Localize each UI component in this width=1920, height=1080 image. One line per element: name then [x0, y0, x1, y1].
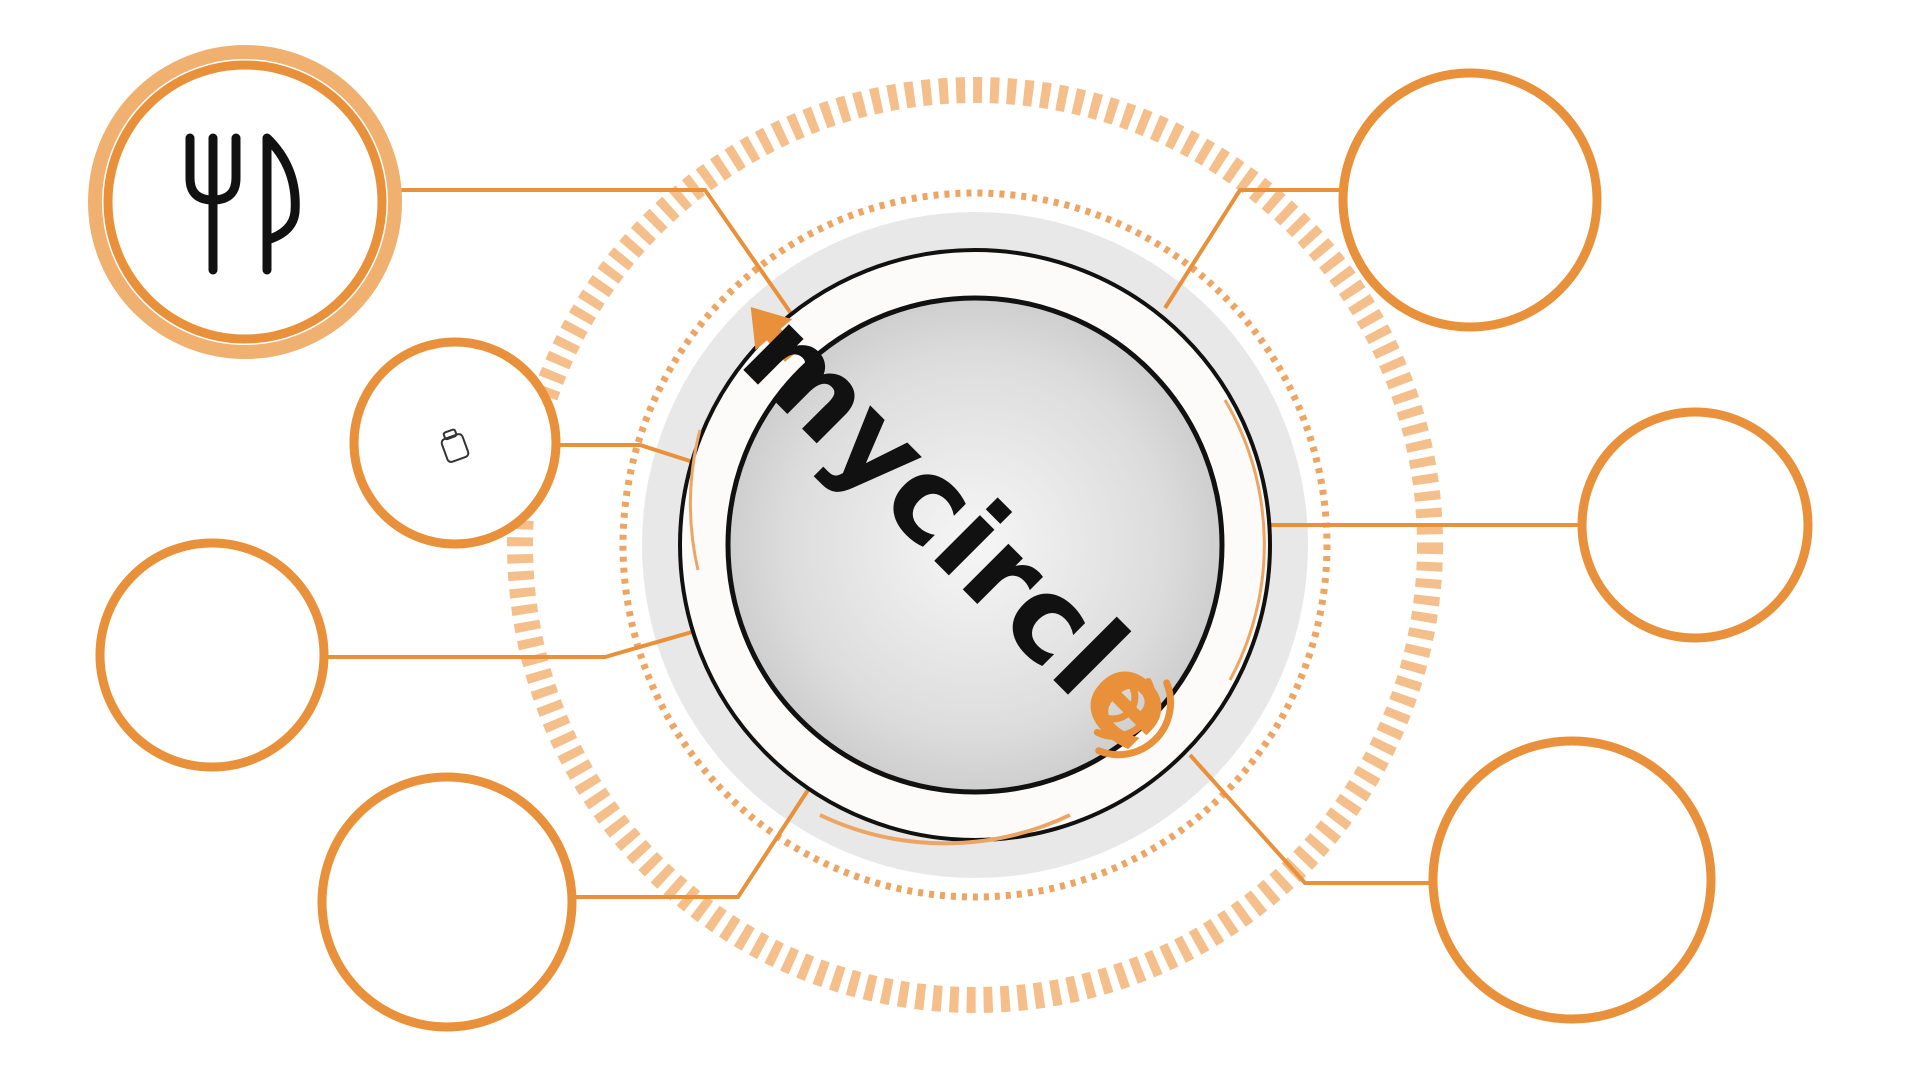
node-dining[interactable] [88, 45, 402, 359]
node-suitcase[interactable] [349, 337, 561, 549]
node-right-middle[interactable] [1577, 407, 1813, 643]
connector-left-middle [325, 630, 693, 659]
node-left-middle[interactable] [95, 538, 329, 772]
hub-center-button[interactable] [725, 295, 1225, 795]
outer-tick-ring [507, 77, 1443, 1013]
dial-pointer-arrow[interactable] [732, 292, 810, 372]
rim-accent-bottom [819, 813, 1071, 846]
rim-accent-left [688, 429, 702, 571]
inner-dotted-ring [619, 189, 1331, 901]
node-right-top[interactable] [1338, 68, 1602, 332]
connector-left-bottom [570, 788, 810, 899]
node-dining-halo [88, 45, 402, 359]
connector-right-bottom [1188, 753, 1432, 885]
wireless-signal-icon [1093, 677, 1174, 759]
connector-dining [395, 188, 799, 324]
fork-knife-icon [185, 133, 300, 275]
node-dining-circle[interactable] [103, 60, 387, 344]
rim-accent-right [1223, 399, 1266, 681]
node-suitcase-circle[interactable] [349, 337, 561, 549]
node-right-bottom[interactable] [1428, 736, 1716, 1024]
suitcase-icon [440, 428, 470, 463]
node-left-bottom[interactable] [317, 772, 577, 1032]
connector-suitcase [555, 443, 694, 464]
connector-right-top [1163, 188, 1340, 310]
